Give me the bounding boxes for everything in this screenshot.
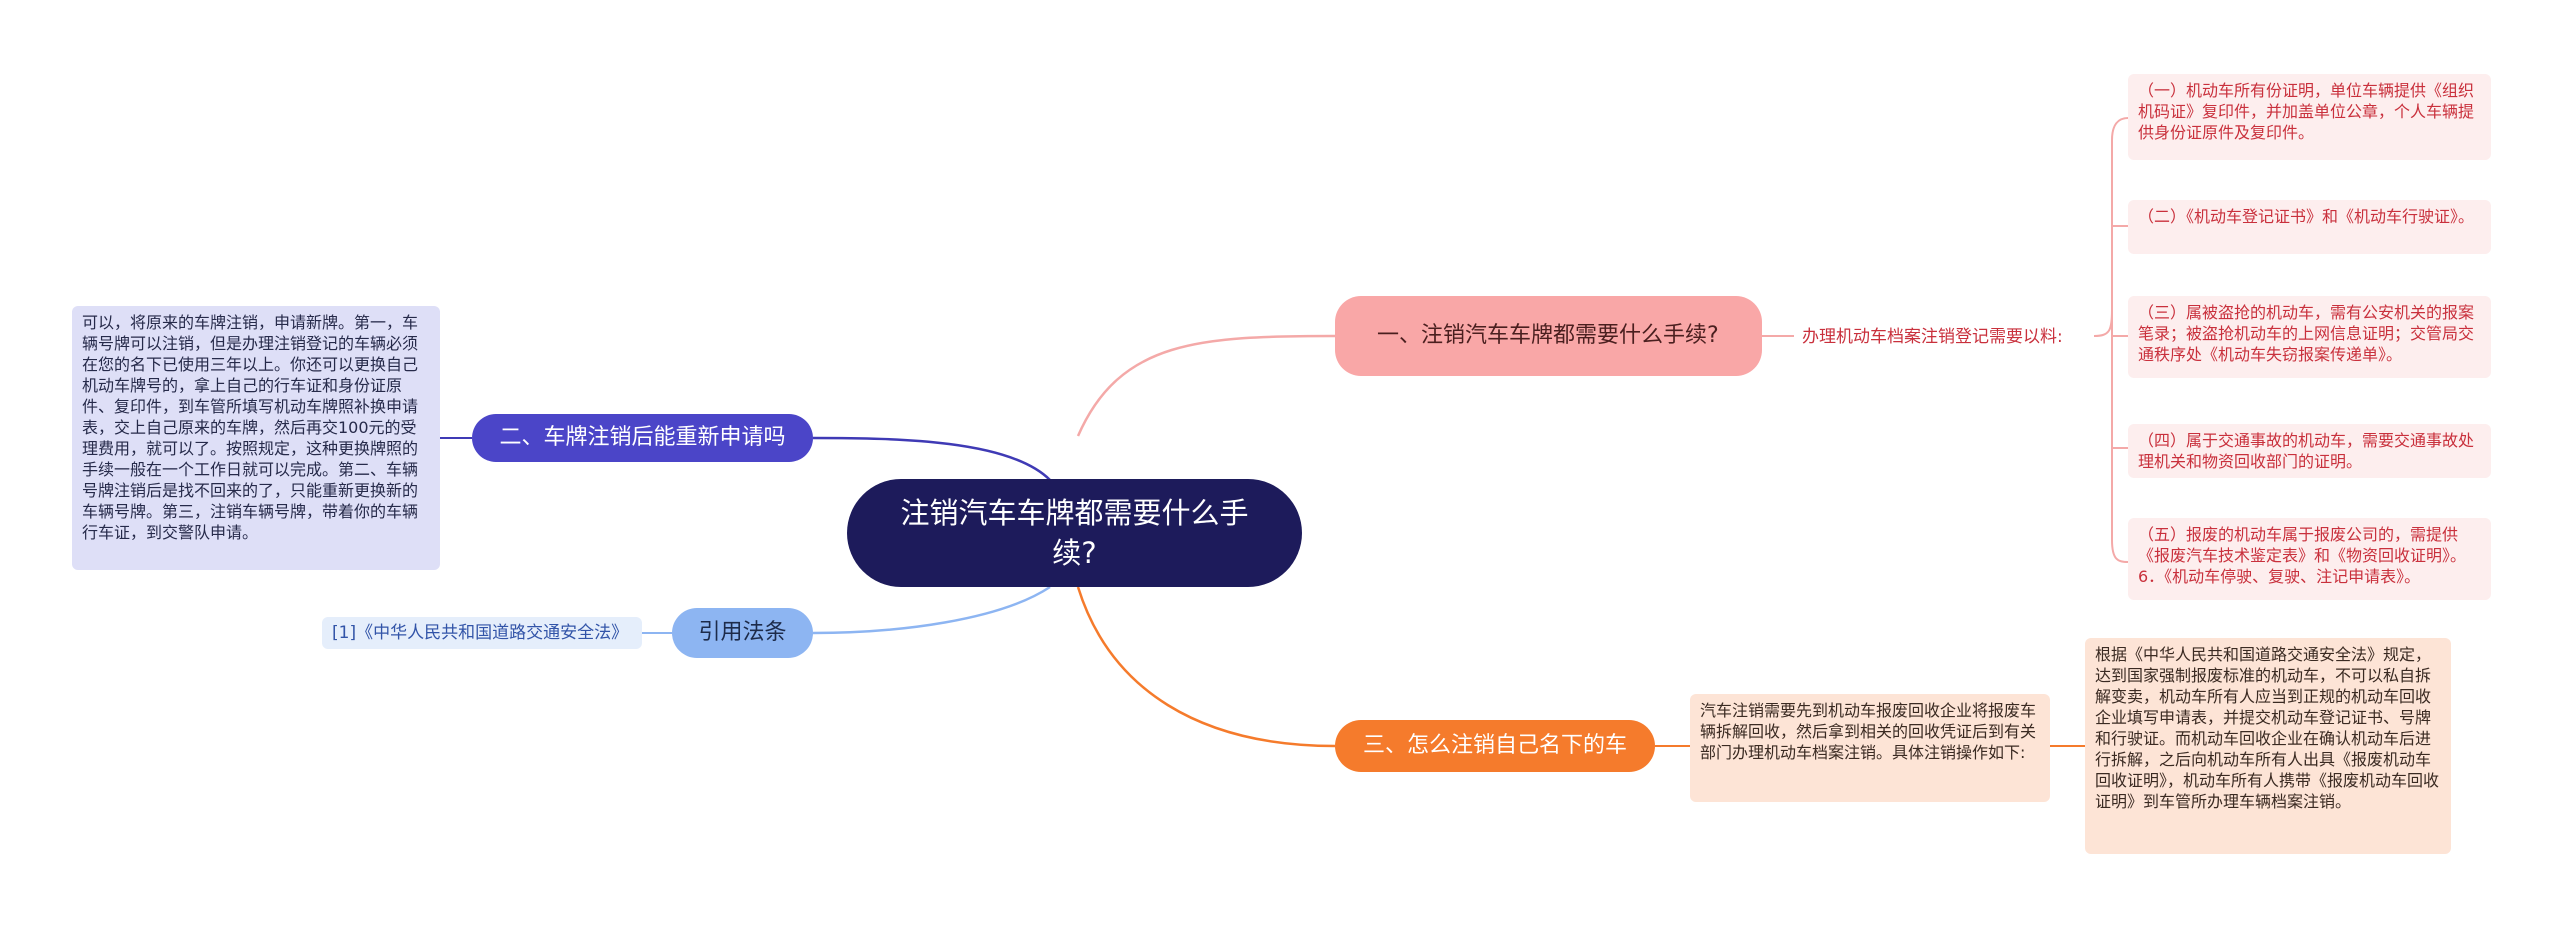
- branch-procedures-label: 一、注销汽车车牌都需要什么手续?: [1377, 323, 1719, 348]
- branch-procedures[interactable]: 一、注销汽车车牌都需要什么手续?: [1335, 296, 1762, 376]
- link-intermediate-items: [2093, 117, 2129, 563]
- branch-cancel-own-car-intermediate[interactable]: 汽车注销需要先到机动车报废回收企业将报废车辆拆解回收，然后拿到相关的回收凭证后到…: [1690, 694, 2050, 802]
- branch-procedures-intermediate[interactable]: 办理机动车档案注销登记需要以料:: [1802, 327, 2063, 347]
- central-topic[interactable]: 注销汽车车牌都需要什么手续?: [847, 479, 1302, 587]
- link-center-b1: [1076, 334, 1336, 437]
- central-topic-label: 注销汽车车牌都需要什么手续?: [900, 496, 1249, 570]
- link-center-b2: [812, 436, 1051, 481]
- branch-cancel-own-car[interactable]: 三、怎么注销自己名下的车: [1335, 720, 1655, 772]
- procedure-item-1[interactable]: （一）机动车所有份证明，单位车辆提供《组织机码证》复印件，并加盖单位公章，个人车…: [2128, 74, 2491, 160]
- procedure-item-4[interactable]: （四）属于交通事故的机动车，需要交通事故处理机关和物资回收部门的证明。: [2128, 424, 2491, 478]
- link-center-b3: [812, 585, 1051, 635]
- branch-cancel-own-car-detail[interactable]: 根据《中华人民共和国道路交通安全法》规定，达到国家强制报废标准的机动车，不可以私…: [2085, 638, 2451, 854]
- procedure-item-5[interactable]: （五）报废的机动车属于报废公司的，需提供《报废汽车技术鉴定表》和《物资回收证明》…: [2128, 518, 2491, 600]
- link-center-b4: [1076, 586, 1336, 748]
- branch-citations-label: 引用法条: [698, 620, 787, 645]
- branch-reapply-detail[interactable]: 可以，将原来的车牌注销，申请新牌。第一，车辆号牌可以注销，但是办理注销登记的车辆…: [72, 306, 440, 570]
- branch-cancel-own-car-label: 三、怎么注销自己名下的车: [1362, 733, 1627, 758]
- procedure-item-2[interactable]: （二）《机动车登记证书》和《机动车行驶证》。: [2128, 200, 2491, 254]
- branch-citations[interactable]: 引用法条: [672, 608, 813, 658]
- branch-reapply-label: 二、车牌注销后能重新申请吗: [499, 425, 786, 450]
- procedure-item-3[interactable]: （三）属被盗抢的机动车，需有公安机关的报案笔录；被盗抢机动车的上网信息证明；交管…: [2128, 296, 2491, 378]
- citation-law[interactable]: [1]《中华人民共和国道路交通安全法》: [322, 617, 642, 649]
- branch-reapply[interactable]: 二、车牌注销后能重新申请吗: [472, 414, 813, 462]
